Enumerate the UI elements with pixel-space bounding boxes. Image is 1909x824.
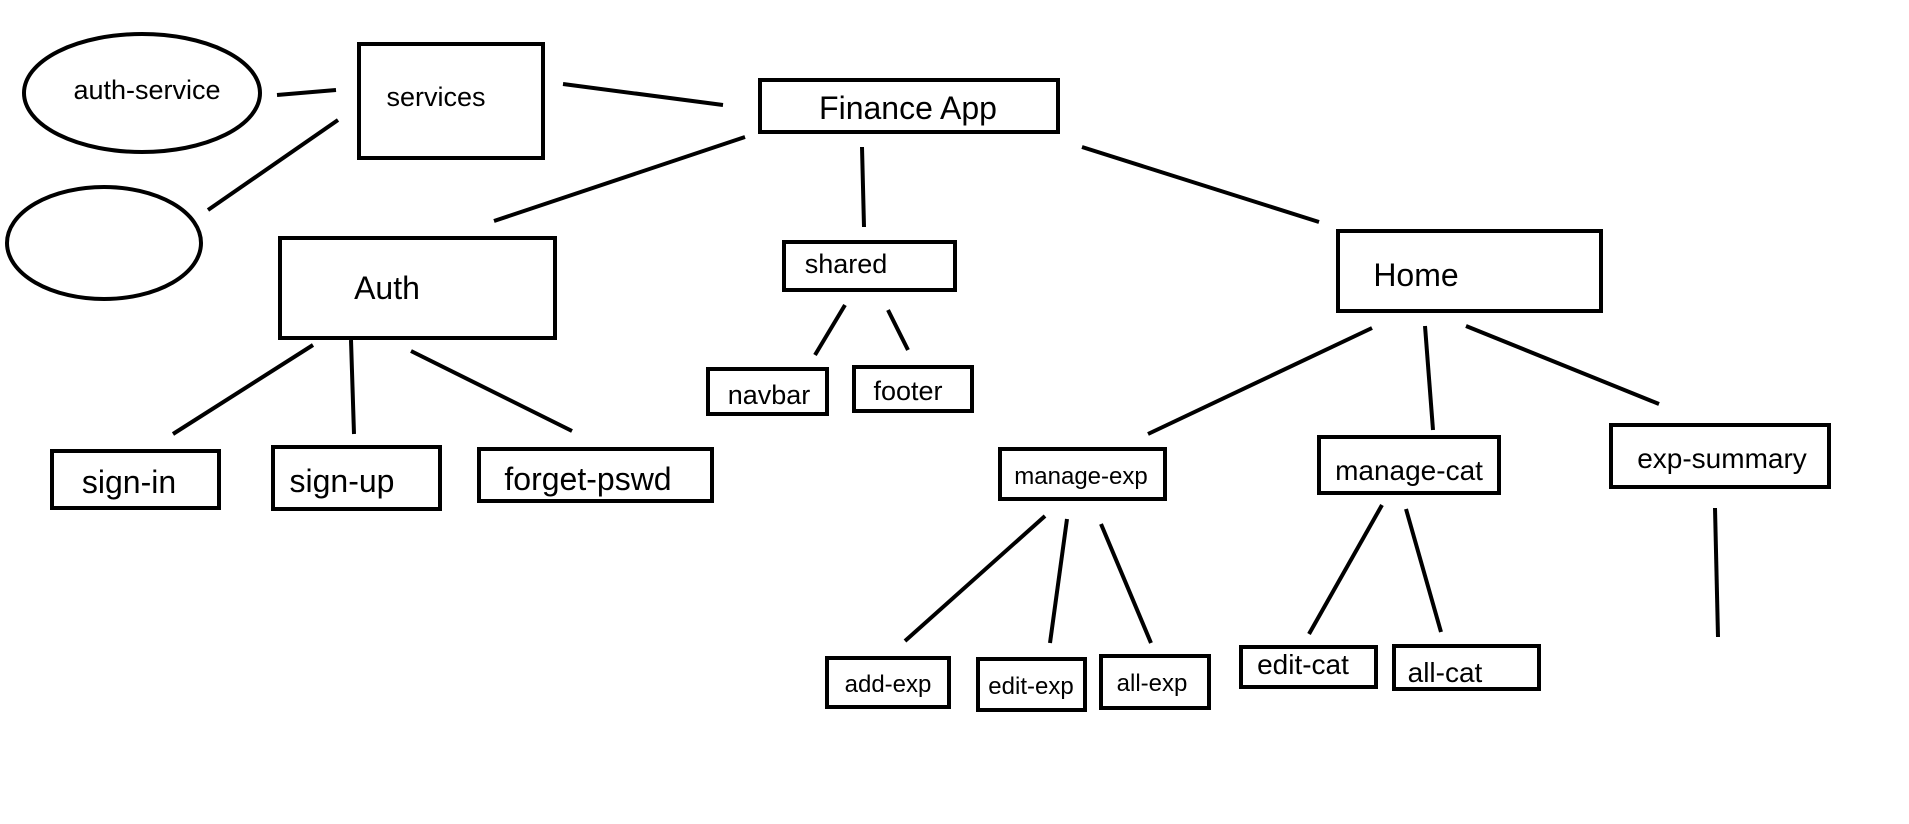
node-forget-pswd: forget-pswd (477, 447, 714, 503)
node-all-exp-label: all-exp (1117, 670, 1188, 697)
edge-finance-app-auth (493, 135, 746, 223)
node-edit-exp-label: edit-exp (988, 673, 1073, 700)
edge-services-finance-app (562, 82, 724, 107)
edge-finance-app-home (1081, 145, 1320, 224)
node-finance-app-label: Finance App (819, 90, 997, 126)
node-edit-exp: edit-exp (976, 657, 1087, 712)
node-manage-cat: manage-cat (1317, 435, 1501, 495)
node-all-cat-label: all-cat (1408, 657, 1483, 688)
node-add-exp: add-exp (825, 656, 951, 709)
node-edit-exp-box (976, 657, 1087, 712)
node-sign-in-label: sign-in (82, 464, 176, 500)
node-auth-service-label: auth-service (73, 75, 220, 105)
node-home: Home (1336, 229, 1603, 313)
node-services: services (357, 42, 545, 160)
node-manage-cat-box (1317, 435, 1501, 495)
node-manage-exp-label: manage-exp (1014, 463, 1147, 490)
node-manage-cat-label: manage-cat (1335, 455, 1483, 486)
node-exp-summary: exp-summary (1609, 423, 1831, 489)
node-services-label: services (386, 82, 485, 112)
node-all-exp: all-exp (1099, 654, 1211, 710)
edge-home-manage-cat (1423, 325, 1435, 431)
node-manage-exp: manage-exp (998, 447, 1167, 501)
diagram-edges (171, 82, 1720, 644)
node-auth: Auth (278, 236, 557, 340)
edge-auth-sign-up (349, 339, 356, 435)
node-navbar-label: navbar (728, 380, 811, 410)
node-exp-summary-label: exp-summary (1637, 443, 1807, 474)
node-auth-box (278, 236, 557, 340)
node-manage-exp-box (998, 447, 1167, 501)
edge-exp-summary-stub (1713, 507, 1720, 638)
node-edit-cat-box (1239, 645, 1378, 689)
node-exp-summary-box (1609, 423, 1831, 489)
edge-manage-cat-edit-cat (1307, 504, 1384, 635)
node-auth-service-shape (22, 32, 262, 154)
node-home-box (1336, 229, 1603, 313)
node-forget-pswd-box (477, 447, 714, 503)
node-finance-app-box (758, 78, 1060, 134)
edge-home-manage-exp (1147, 326, 1373, 436)
node-empty-ellipse-shape (5, 185, 203, 301)
node-sign-up: sign-up (271, 445, 442, 511)
node-add-exp-label: add-exp (845, 671, 932, 698)
node-home-label: Home (1373, 257, 1458, 293)
edge-auth-sign-in (171, 343, 315, 436)
edge-finance-app-shared (860, 146, 866, 228)
node-navbar-box (706, 367, 829, 416)
edge-shared-footer (886, 309, 910, 351)
node-all-cat: all-cat (1392, 644, 1541, 691)
edge-manage-exp-edit-exp (1048, 518, 1069, 644)
node-shared: shared (782, 240, 957, 292)
edge-manage-cat-all-cat (1404, 508, 1443, 633)
node-shared-box (782, 240, 957, 292)
node-empty-ellipse (5, 185, 203, 301)
node-finance-app: Finance App (758, 78, 1060, 134)
node-all-cat-box (1392, 644, 1541, 691)
edge-shared-navbar (813, 303, 847, 357)
node-footer-box (852, 365, 974, 413)
node-navbar: navbar (706, 367, 829, 416)
node-all-exp-box (1099, 654, 1211, 710)
edge-home-exp-summary (1465, 324, 1660, 406)
node-add-exp-box (825, 656, 951, 709)
node-services-box (357, 42, 545, 160)
edge-empty-ellipse-services (206, 118, 340, 212)
node-sign-in: sign-in (50, 449, 221, 510)
node-edit-cat: edit-cat (1239, 645, 1378, 689)
edge-auth-forget-pswd (410, 349, 573, 433)
node-edit-cat-label: edit-cat (1257, 649, 1349, 680)
node-auth-service: auth-service (22, 32, 262, 154)
edge-manage-exp-add-exp (903, 514, 1047, 643)
node-footer-label: footer (873, 376, 942, 406)
node-forget-pswd-label: forget-pswd (504, 461, 671, 497)
node-sign-up-label: sign-up (290, 463, 395, 499)
node-shared-label: shared (805, 249, 888, 279)
node-auth-label: Auth (354, 270, 420, 306)
node-sign-up-box (271, 445, 442, 511)
node-sign-in-box (50, 449, 221, 510)
edge-auth-service-services (276, 88, 337, 97)
edge-manage-exp-all-exp (1099, 523, 1153, 644)
node-footer: footer (852, 365, 974, 413)
